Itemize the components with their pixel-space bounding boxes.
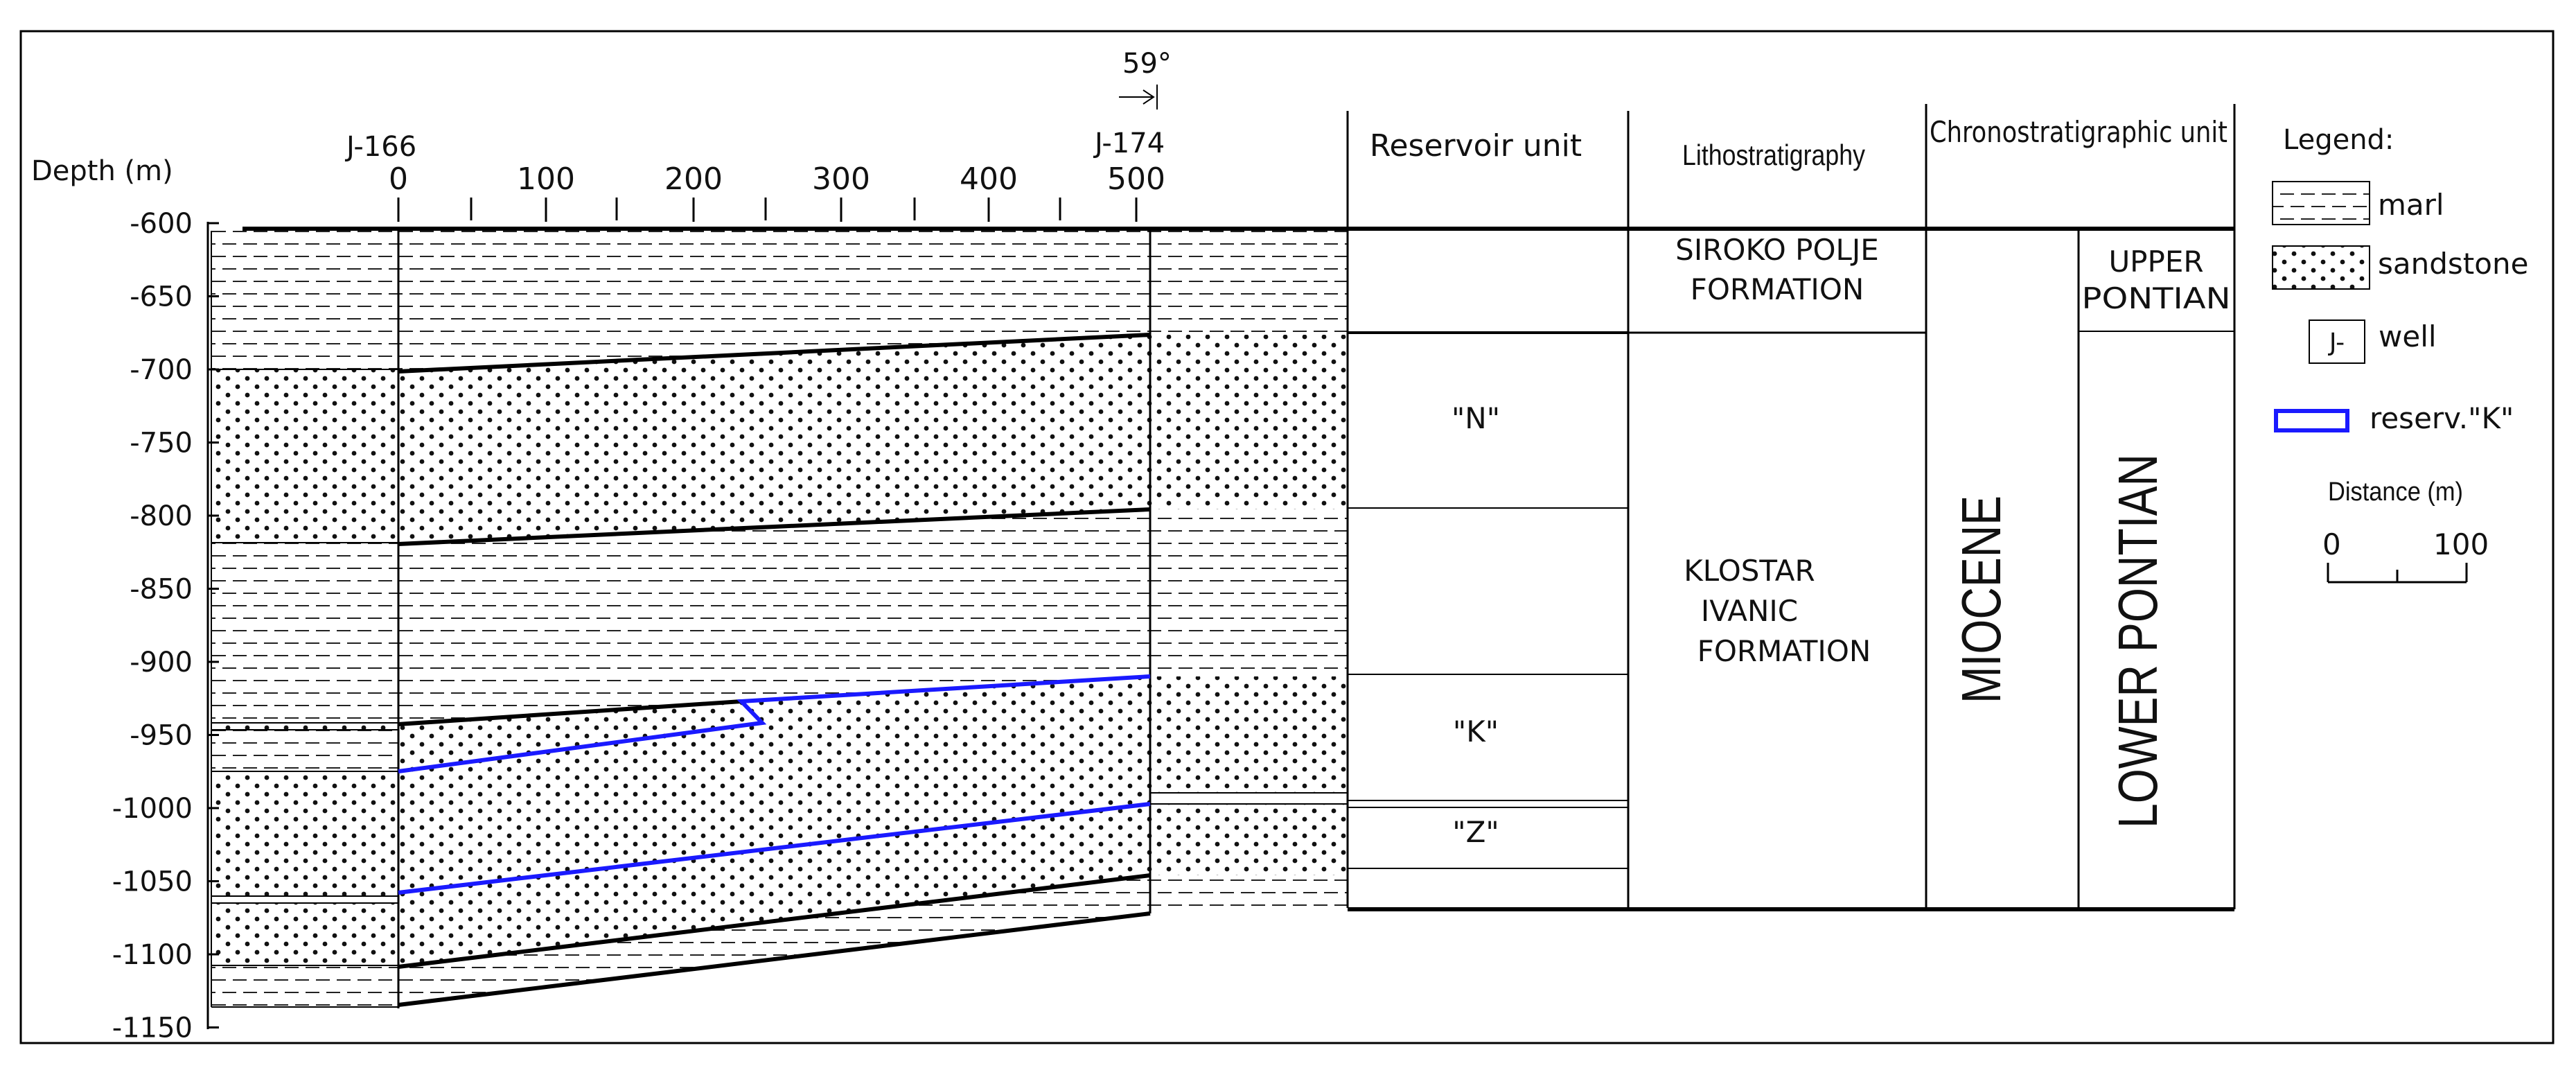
chrono-upper-line1: UPPER — [2108, 245, 2203, 279]
distance-tick-label: 200 — [664, 161, 723, 197]
depth-tick-label: -850 — [130, 574, 193, 606]
formation-klostar-line2: IVANIC — [1701, 594, 1798, 628]
strat-table-grid — [1348, 104, 2236, 911]
header-lithostratigraphy: Lithostratigraphy — [1682, 139, 1865, 171]
reservoir-unit-n: "N" — [1452, 401, 1500, 435]
depth-tick-label: -900 — [130, 647, 193, 678]
legend-sandstone-label: sandstone — [2378, 247, 2528, 281]
formation-siroko-line2: FORMATION — [1691, 272, 1864, 306]
well-j174-label: J-174 — [1093, 128, 1165, 159]
well-j166-column — [211, 231, 398, 1007]
legend-well-swatch — [2309, 319, 2365, 364]
legend-reservoir-swatch — [2274, 409, 2349, 432]
depth-tick-label: -950 — [130, 720, 193, 752]
legend-marl-swatch — [2272, 181, 2370, 225]
j166-layer-boundaries — [211, 369, 398, 966]
legend-scale-start: 0 — [2322, 527, 2341, 561]
depth-tick-label: -1150 — [112, 1013, 193, 1044]
distance-axis: 0 100 200 300 400 500 — [389, 161, 1165, 222]
dip-angle-label: 59° — [1122, 48, 1172, 80]
legend-reservoir-label: reserv."K" — [2370, 401, 2514, 435]
header-reservoir: Reservoir unit — [1370, 128, 1582, 164]
distance-tick-label: 500 — [1107, 161, 1165, 197]
depth-tick-label: -800 — [130, 500, 193, 532]
distance-tick-label: 400 — [960, 161, 1018, 197]
reservoir-unit-k: "K" — [1453, 715, 1499, 748]
figure-frame — [19, 30, 2555, 1044]
depth-tick-label: -700 — [130, 354, 193, 386]
depth-tick-label: -750 — [130, 428, 193, 459]
chrono-miocene: MIOCENE — [1950, 496, 2012, 703]
formation-siroko-line1: SIROKO POLJE — [1675, 233, 1879, 267]
column-borders — [211, 111, 1349, 1008]
formation-klostar-line1: KLOSTAR — [1684, 554, 1815, 588]
legend-well-symbol: J- — [2328, 329, 2345, 357]
legend-well-label: well — [2379, 319, 2437, 353]
distance-tick-label: 300 — [812, 161, 870, 197]
depth-tick-label: -1000 — [112, 793, 193, 825]
legend-title: Legend: — [2283, 124, 2394, 156]
depth-tick-label: -650 — [130, 281, 193, 313]
well-j166-label: J-166 — [344, 131, 416, 163]
header-chrono: Chronostratigraphic unit — [1930, 115, 2227, 149]
depth-axis-label: Depth (m) — [31, 155, 173, 187]
j174-layer-boundaries — [1150, 792, 1348, 805]
depth-axis: -600 -650 -700 -750 -800 -850 -900 -950 -1000 -10… — [31, 155, 219, 1044]
legend: Legend: marl sandstone J- well reserv."K… — [2272, 124, 2528, 584]
legend-marl-label: marl — [2378, 188, 2444, 222]
distance-tick-label: 100 — [517, 161, 575, 197]
reservoir-unit-z: "Z" — [1452, 815, 1499, 849]
legend-sandstone-swatch — [2272, 245, 2370, 290]
formation-klostar-line3: FORMATION — [1697, 634, 1871, 668]
legend-distance-title: Distance (m) — [2328, 478, 2463, 507]
chrono-lower-pontian: LOWER PONTIAN — [2107, 454, 2169, 828]
reservoir-k-outline — [398, 674, 1151, 895]
legend-scale-bar — [2327, 563, 2468, 584]
legend-scale-end: 100 — [2433, 527, 2489, 561]
distance-tick-label: 0 — [389, 161, 408, 197]
well-j174-column — [1150, 231, 1348, 913]
chrono-upper-line2: PONTIAN — [2082, 281, 2231, 315]
depth-tick-label: -1100 — [112, 939, 193, 971]
dip-arrow-icon — [1119, 85, 1158, 110]
depth-tick-label: -1050 — [112, 866, 193, 898]
depth-tick-label: -600 — [130, 208, 193, 240]
correlation-panel — [398, 231, 1150, 1005]
